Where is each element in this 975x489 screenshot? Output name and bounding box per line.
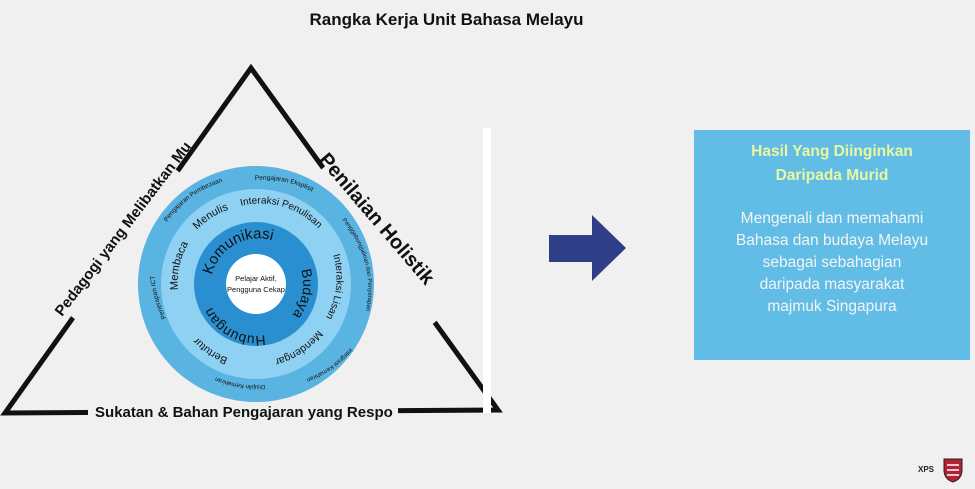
right-label-gap [254,109,516,371]
outcome-title: Hasil Yang Diinginkan Daripada Murid [751,143,913,184]
bottom-label-gap [88,398,398,428]
core-text-line-2: Pengguna Cekap [227,285,285,294]
right-arrow-icon [549,215,626,281]
brand-label: XPS [918,465,935,474]
shield-logo-icon [943,458,963,483]
outcome-body: Mengenali dan memahami Bahasa dan budaya… [735,210,929,315]
outcome-box: Hasil Yang Diinginkan Daripada Murid Men… [694,130,970,360]
core-circle [226,254,286,314]
page-title: Rangka Kerja Unit Bahasa Melayu [309,10,584,29]
core-text-line-1: Pelajar Aktif, [235,274,277,283]
divider-strip [483,128,491,413]
